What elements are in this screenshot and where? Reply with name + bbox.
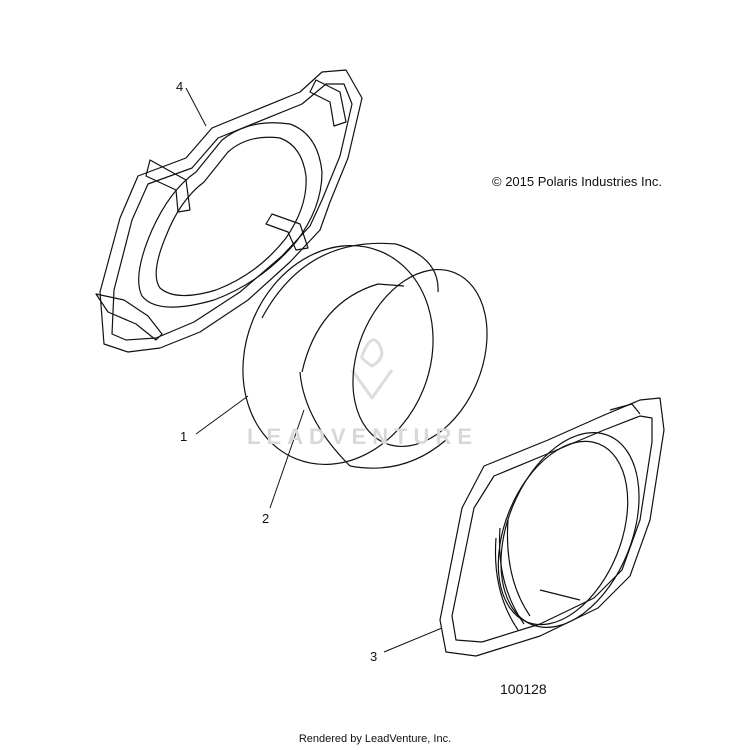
leader-line-1 bbox=[195, 395, 249, 435]
part-3-adapter bbox=[439, 397, 665, 657]
part-2-sleeve bbox=[299, 268, 488, 469]
leader-lines bbox=[185, 87, 443, 653]
part-4-frame bbox=[95, 69, 363, 353]
callout-2: 2 bbox=[262, 511, 270, 526]
copyright-notice: © 2015 Polaris Industries Inc. bbox=[492, 174, 662, 189]
callout-3: 3 bbox=[370, 649, 378, 664]
rendered-by-credit: Rendered by LeadVenture, Inc. bbox=[298, 733, 452, 745]
watermark-logo bbox=[350, 338, 394, 400]
callout-1: 1 bbox=[180, 429, 188, 444]
part-1-seal-ring bbox=[242, 242, 439, 466]
figure-number: 100128 bbox=[500, 681, 547, 697]
leader-line-4 bbox=[185, 87, 207, 127]
callout-4: 4 bbox=[176, 79, 184, 94]
watermark-text: LEADVENTURE bbox=[247, 424, 479, 449]
leader-line-2 bbox=[269, 409, 305, 509]
leader-line-3 bbox=[383, 627, 443, 653]
